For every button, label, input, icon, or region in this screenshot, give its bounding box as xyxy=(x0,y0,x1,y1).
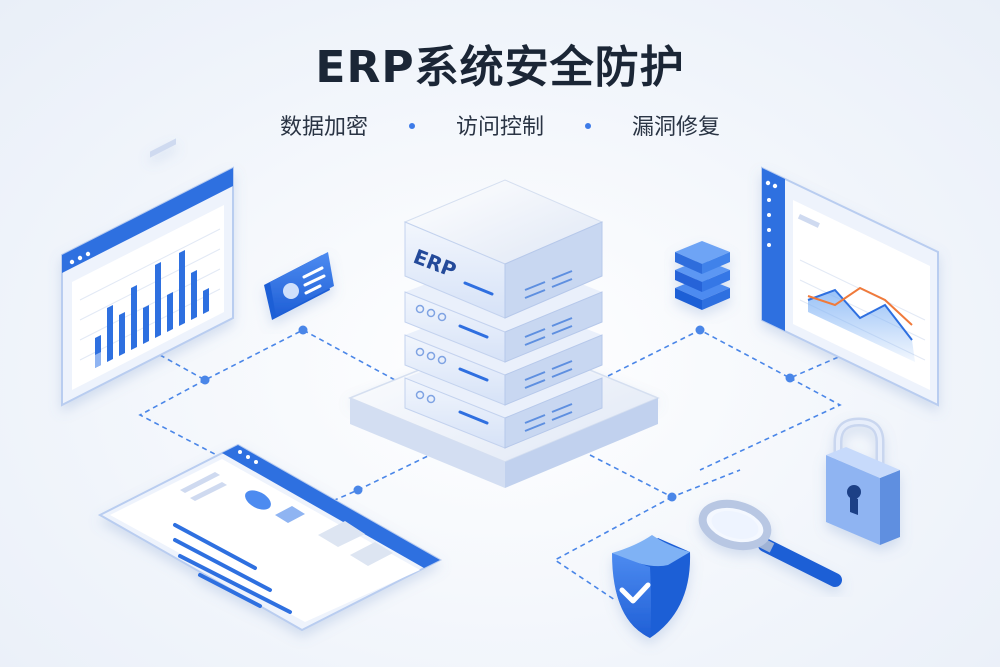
feature-encryption: 数据加密 xyxy=(279,115,368,140)
server-stack-icon: ERP xyxy=(348,179,660,488)
database-icon xyxy=(675,241,730,310)
connector-node xyxy=(695,325,705,335)
separator-dot xyxy=(408,123,415,129)
connector-node xyxy=(298,325,308,335)
server-unit-top: ERP xyxy=(403,179,604,319)
feature-access-control: 访问控制 xyxy=(455,115,544,140)
document-report-icon xyxy=(97,443,443,632)
magnifier-icon xyxy=(698,499,842,587)
feature-list: 数据加密 访问控制 漏洞修复 xyxy=(0,112,1000,144)
connector-nodes xyxy=(200,325,795,502)
bar-chart-window-icon xyxy=(61,138,234,407)
id-card-icon xyxy=(264,252,334,320)
feature-patching: 漏洞修复 xyxy=(632,115,721,140)
page-title: ERP系统安全防护 xyxy=(315,42,685,93)
connector-node xyxy=(785,373,795,383)
connector-node xyxy=(200,375,210,385)
connector-node xyxy=(667,492,677,502)
line-chart-window-icon xyxy=(761,166,939,407)
connector-node xyxy=(353,485,363,495)
shield-check-icon xyxy=(612,535,691,638)
separator-dot xyxy=(585,123,591,129)
padlock-icon xyxy=(826,417,900,545)
